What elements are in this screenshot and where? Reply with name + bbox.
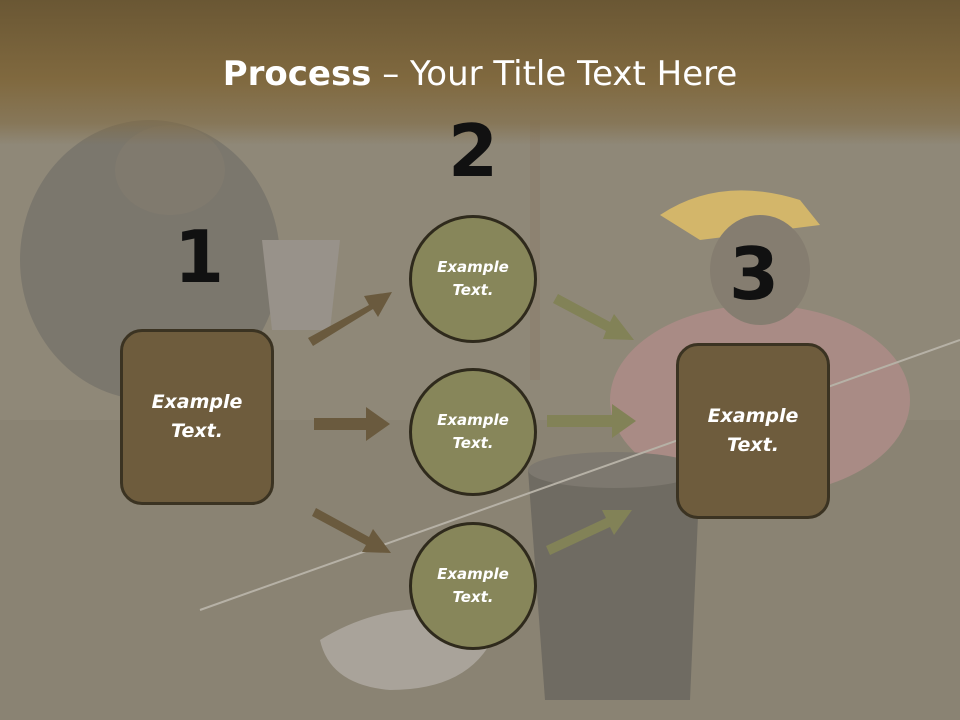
arrow-top-to-right: [553, 294, 634, 340]
title-band: [0, 0, 960, 145]
arrow-bottom-to-right: [546, 510, 632, 555]
circle-middle-line2: Text.: [452, 434, 494, 452]
title-rest: – Your Title Text Here: [371, 54, 738, 94]
title-bold: Process: [222, 54, 372, 94]
step-number-2: 2: [447, 109, 499, 193]
circle-middle-line1: Example: [437, 411, 509, 429]
right-box-line1: Example: [707, 405, 799, 427]
circle-top-line1: Example: [437, 258, 509, 276]
circle-bottom-line2: Text.: [452, 588, 494, 606]
left-box-line1: Example: [151, 391, 243, 413]
arrow-left-to-top: [308, 292, 392, 346]
arrow-middle-to-right: [547, 404, 636, 438]
arrow-left-to-middle: [314, 407, 390, 441]
slide-title: Process – Your Title Text Here: [0, 52, 960, 96]
step-number-3: 3: [728, 232, 780, 316]
step-number-1: 1: [173, 215, 225, 299]
arrow-left-to-bottom: [312, 508, 391, 553]
circle-top-line2: Text.: [452, 281, 494, 299]
left-box-line2: Text.: [171, 420, 223, 442]
circle-bottom-line1: Example: [437, 565, 509, 583]
right-box-line2: Text.: [727, 434, 779, 456]
